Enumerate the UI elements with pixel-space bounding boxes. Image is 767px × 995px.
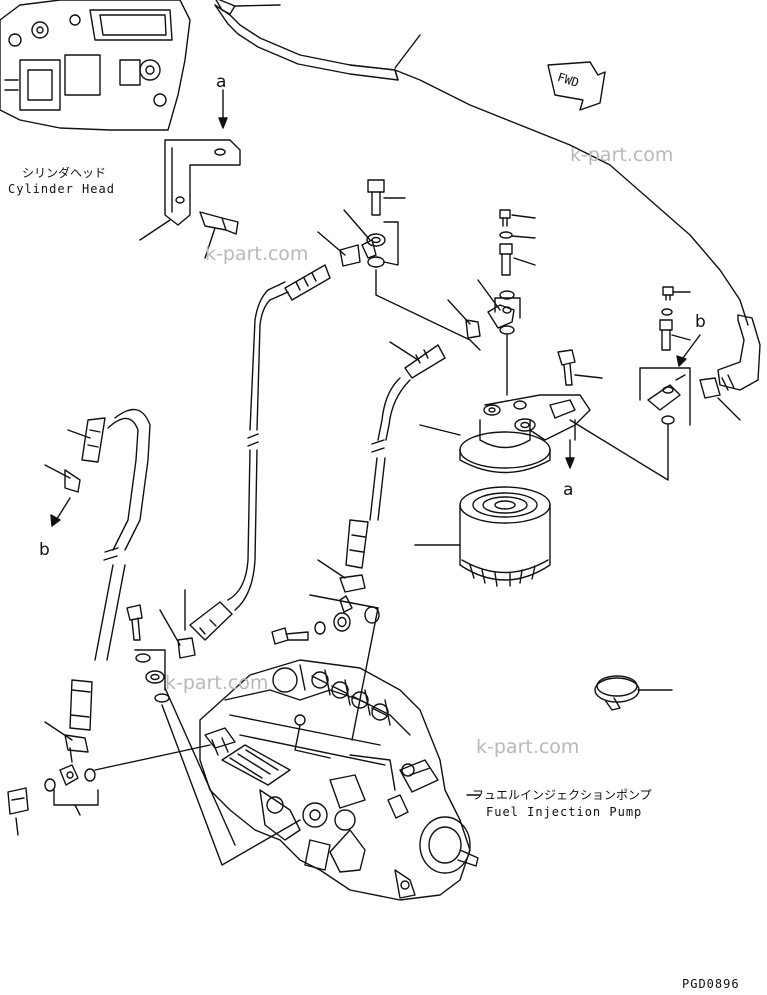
banjo-assembly-upper <box>317 179 481 351</box>
injection-pump-label-en: Fuel Injection Pump <box>486 805 643 819</box>
cylinder-head-label-jp: シリンダヘッド <box>22 166 107 180</box>
callout-b-left: b <box>39 540 50 560</box>
cylinder-head-label-en: Cylinder Head <box>8 182 115 196</box>
right-hose-segment <box>699 314 761 421</box>
elbow-fitting-left <box>7 721 211 836</box>
arrow-a-filter-head <box>565 457 575 469</box>
watermark-2: k-part.com <box>205 243 309 265</box>
arrow-a-top-head <box>218 117 228 129</box>
callout-a-top: a <box>216 72 227 92</box>
filter-head-bolts <box>447 209 536 396</box>
callout-b-right: b <box>695 312 706 332</box>
pump-overflow-bolt <box>126 604 301 866</box>
cylinder-head <box>0 0 191 131</box>
tee-fitting-right <box>569 286 691 481</box>
fwd-arrow <box>547 61 606 111</box>
return-hose-left <box>44 408 151 731</box>
fuel-hose-filter-to-pump <box>345 341 446 569</box>
pump-inlet-bolt <box>271 606 380 645</box>
watermark-4: k-part.com <box>476 736 580 758</box>
hose-clamp <box>594 675 673 711</box>
return-hose-top <box>214 0 749 326</box>
injection-pump-label-jp: フュエルインジェクションポンプ <box>472 788 652 802</box>
bracket-bolt <box>199 211 239 259</box>
fuel-filter-cartridge <box>414 486 551 587</box>
fuel-hose-middle <box>184 264 331 641</box>
arrow-b-right-head <box>676 355 687 367</box>
callout-a-filter: a <box>563 480 574 500</box>
arrow-b-left-head <box>50 514 61 527</box>
fuel-injection-pump <box>199 659 479 901</box>
watermark-3: k-part.com <box>165 672 269 694</box>
mounting-bracket <box>139 139 241 241</box>
watermark-1: k-part.com <box>570 144 674 166</box>
hose-clip-pump-inlet <box>309 559 379 741</box>
filter-head-side-bolt <box>557 349 603 386</box>
filter-head <box>419 394 591 474</box>
drawing-code: PGD0896 <box>682 977 740 991</box>
